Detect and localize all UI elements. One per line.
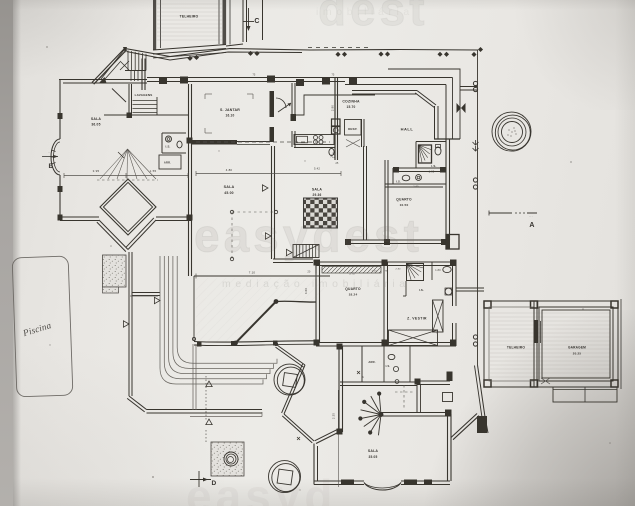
svg-text:1.80: 1.80 [435, 269, 441, 272]
svg-text:29.36: 29.36 [313, 193, 322, 197]
svg-text:2.90: 2.90 [331, 105, 335, 111]
svg-text:ARR.: ARR. [368, 360, 375, 364]
svg-text:I.S.: I.S. [396, 180, 401, 184]
svg-text:I.S.: I.S. [419, 288, 424, 292]
svg-text:25: 25 [336, 163, 339, 165]
svg-text:S. JANTAR: S. JANTAR [220, 108, 240, 112]
svg-text:SALA: SALA [312, 188, 323, 192]
svg-text:1.10: 1.10 [371, 271, 377, 273]
svg-text:easyd: easyd [186, 470, 336, 506]
svg-text:···: ··· [48, 151, 52, 155]
svg-text:I.S.: I.S. [431, 164, 436, 168]
svg-text:TELHEIRO: TELHEIRO [507, 346, 526, 350]
svg-text:3.70: 3.70 [349, 273, 355, 276]
svg-text:imobiliária: imobiliária [316, 6, 414, 18]
svg-text:75: 75 [253, 75, 256, 77]
svg-text:4.80: 4.80 [226, 168, 233, 172]
svg-text:20: 20 [308, 272, 311, 274]
svg-text:GARAGEM: GARAGEM [568, 346, 586, 350]
svg-text:ARR.: ARR. [164, 161, 171, 165]
svg-text:b: b [362, 375, 364, 379]
svg-text:easydest: easydest [194, 210, 423, 262]
svg-text:TELHEIRO: TELHEIRO [180, 15, 199, 19]
svg-text:1.10: 1.10 [333, 152, 336, 158]
svg-text:SALA: SALA [91, 117, 102, 121]
svg-text:10.50: 10.50 [400, 203, 409, 207]
svg-text:mediação imobiliária: mediação imobiliária [222, 278, 410, 290]
svg-text:SALA: SALA [368, 449, 379, 453]
svg-text:HALL: HALL [401, 127, 414, 132]
svg-text:7.10: 7.10 [249, 271, 256, 275]
svg-text:D: D [212, 480, 217, 487]
svg-text:SALA: SALA [224, 185, 235, 189]
svg-text:35.05: 35.05 [369, 455, 378, 459]
svg-text:45.00: 45.00 [224, 191, 234, 195]
svg-text:5.42: 5.42 [314, 167, 320, 171]
svg-text:DESP.: DESP. [348, 127, 357, 131]
svg-text:Z. VESTIR: Z. VESTIR [407, 317, 427, 321]
svg-text:20.25: 20.25 [573, 352, 582, 356]
svg-text:75: 75 [385, 271, 388, 273]
svg-text:3.95: 3.95 [93, 169, 100, 173]
svg-text:1.60: 1.60 [413, 187, 419, 189]
svg-text:I.S.: I.S. [386, 364, 391, 368]
svg-text:15.70: 15.70 [347, 105, 356, 109]
svg-text:36.05: 36.05 [91, 123, 100, 127]
svg-text:16.10: 16.10 [226, 114, 235, 118]
svg-text:2.35: 2.35 [332, 413, 336, 419]
svg-text:75: 75 [332, 75, 335, 77]
svg-text:18.24: 18.24 [349, 293, 358, 297]
svg-text:QUARTO: QUARTO [396, 198, 412, 202]
svg-text:···: ··· [529, 215, 533, 219]
svg-text:QUARTO: QUARTO [345, 287, 361, 291]
svg-text:A: A [529, 222, 534, 229]
svg-text:Piscina: Piscina [21, 320, 53, 338]
svg-text:C: C [254, 18, 259, 25]
svg-text:LAVAGENS: LAVAGENS [135, 93, 153, 97]
svg-text:B: B [49, 163, 54, 170]
svg-text:COZINHA: COZINHA [342, 100, 360, 104]
svg-text:1.55: 1.55 [150, 169, 157, 173]
svg-text:dest: dest [318, 0, 429, 35]
svg-text:2.80: 2.80 [395, 269, 401, 271]
svg-text:I.S.: I.S. [166, 145, 171, 149]
